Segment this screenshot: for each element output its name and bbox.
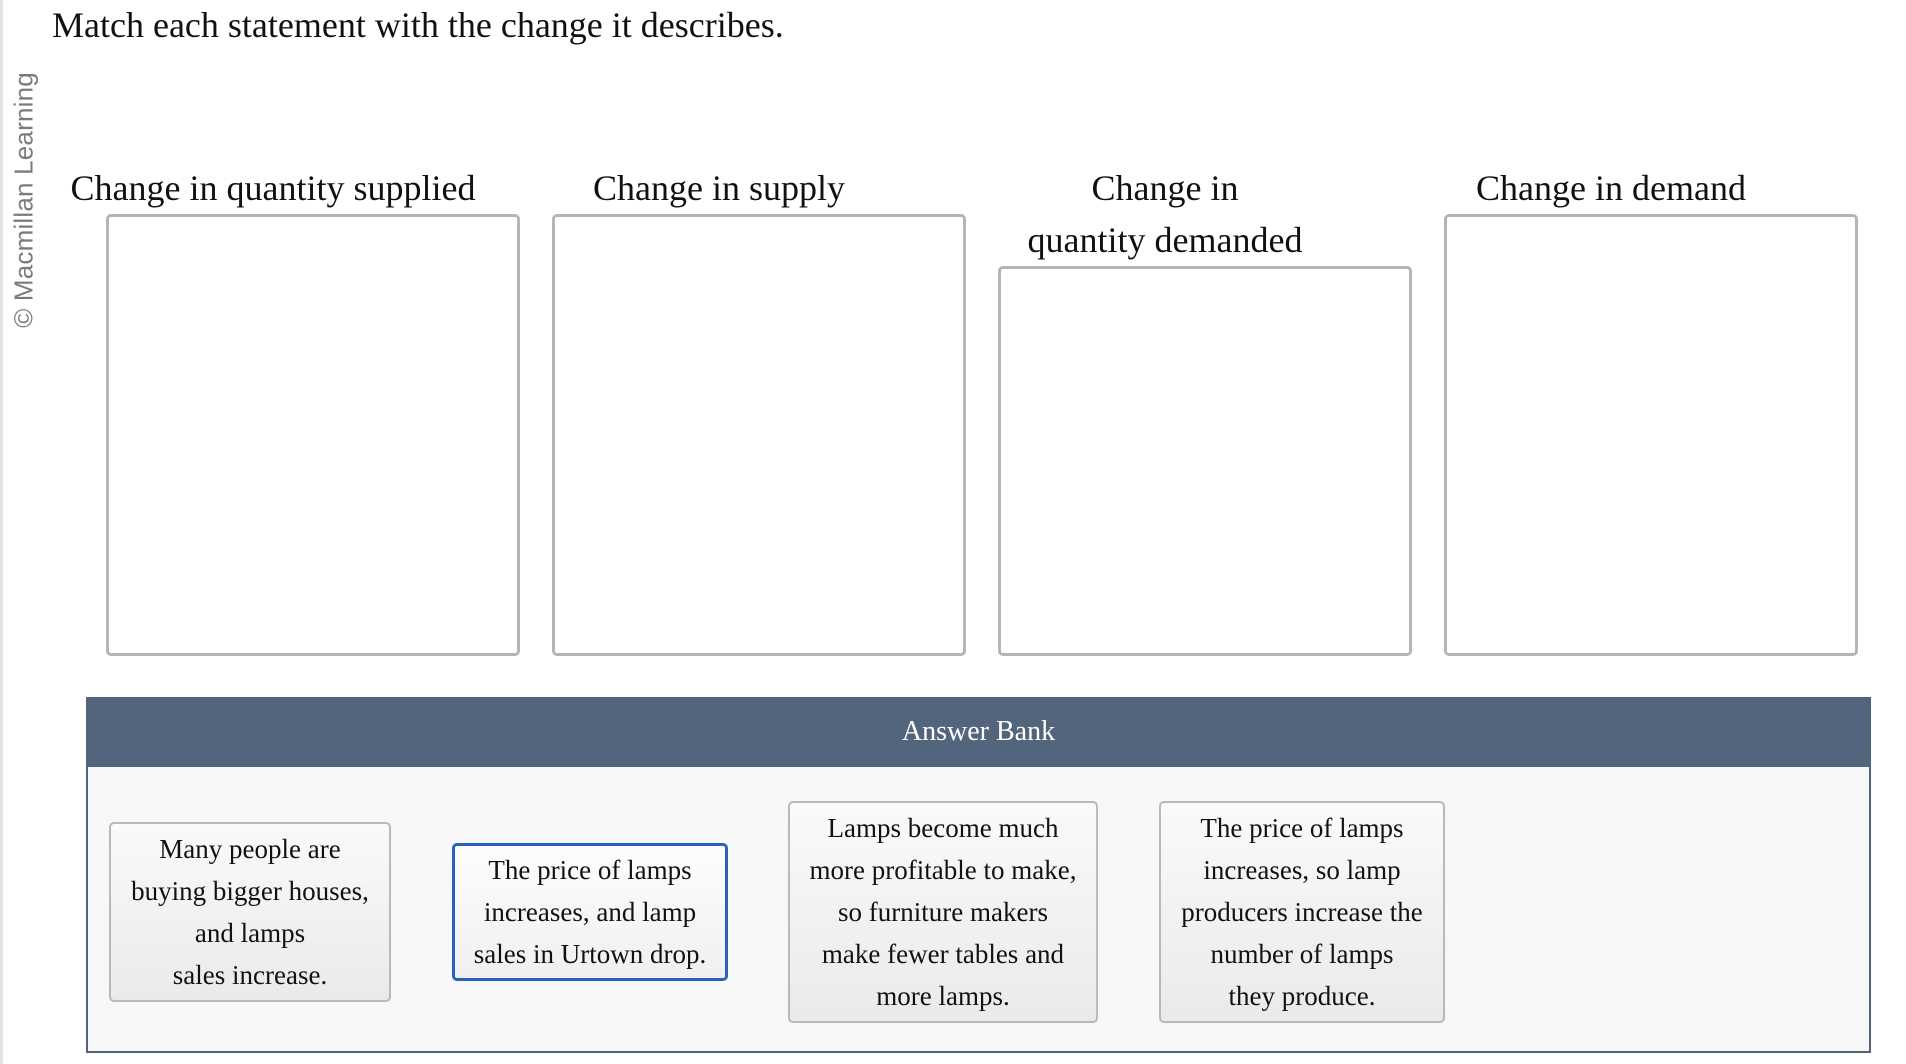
answer-bank-title: Answer Bank: [86, 697, 1871, 767]
drop-zone-supply[interactable]: [552, 214, 966, 656]
answer-card-text: The price of lamps increases, and lamp s…: [474, 849, 706, 975]
card-line: more lamps.: [876, 981, 1010, 1011]
card-line: and lamps: [194, 918, 306, 948]
left-divider: [0, 0, 3, 1064]
card-line: buying bigger houses,: [131, 876, 369, 906]
card-line: sales increase.: [172, 960, 328, 990]
card-line: increases, and lamp: [483, 897, 697, 927]
card-line: make fewer tables and: [821, 939, 1065, 969]
card-line: The price of lamps: [1200, 813, 1404, 843]
card-line: increases, so lamp: [1203, 855, 1401, 885]
drop-zone-demand[interactable]: [1444, 214, 1858, 656]
answer-card-more-profitable[interactable]: Lamps become much more profitable to mak…: [788, 801, 1098, 1023]
card-line: Many people are: [159, 834, 341, 864]
answer-bank: Answer Bank Many people are buying bigge…: [86, 697, 1871, 1053]
answer-card-producers-increase[interactable]: The price of lamps increases, so lamp pr…: [1159, 801, 1445, 1023]
card-line: producers increase the: [1181, 897, 1423, 927]
target-demand: Change in demand: [1388, 162, 1858, 656]
answer-card-text: Many people are buying bigger houses, an…: [131, 828, 369, 996]
card-line: Lamps become much: [827, 813, 1059, 843]
card-line: more profitable to make,: [809, 855, 1077, 885]
card-line: so furniture makers: [838, 897, 1048, 927]
answer-card-text: Lamps become much more profitable to mak…: [810, 807, 1077, 1017]
card-line: number of lamps: [1210, 939, 1394, 969]
target-supply: Change in supply: [496, 162, 966, 656]
copyright-watermark: © Macmillan Learning: [8, 72, 39, 328]
answer-card-text: The price of lamps increases, so lamp pr…: [1181, 807, 1422, 1017]
answer-card-urtown-sales-drop[interactable]: The price of lamps increases, and lamp s…: [452, 843, 728, 981]
target-label-quantity-supplied: Change in quantity supplied: [70, 168, 476, 208]
target-quantity-demanded: Change in quantity demanded: [942, 162, 1412, 656]
answer-card-bigger-houses[interactable]: Many people are buying bigger houses, an…: [109, 822, 391, 1002]
question-prompt: Match each statement with the change it …: [52, 5, 784, 45]
target-quantity-supplied: Change in quantity supplied: [50, 162, 520, 656]
target-label-line-1: Change in: [1091, 168, 1239, 208]
card-line: they produce.: [1228, 981, 1376, 1011]
target-label-supply: Change in supply: [593, 168, 845, 208]
target-label-demand: Change in demand: [1476, 168, 1746, 208]
card-line: The price of lamps: [488, 855, 692, 885]
card-line: sales in Urtown drop.: [473, 939, 707, 969]
drop-zone-quantity-demanded[interactable]: [998, 266, 1412, 656]
target-label-line-2: quantity demanded: [1027, 220, 1303, 260]
target-label-quantity-demanded: Change in quantity demanded: [942, 162, 1388, 266]
drop-zone-quantity-supplied[interactable]: [106, 214, 520, 656]
